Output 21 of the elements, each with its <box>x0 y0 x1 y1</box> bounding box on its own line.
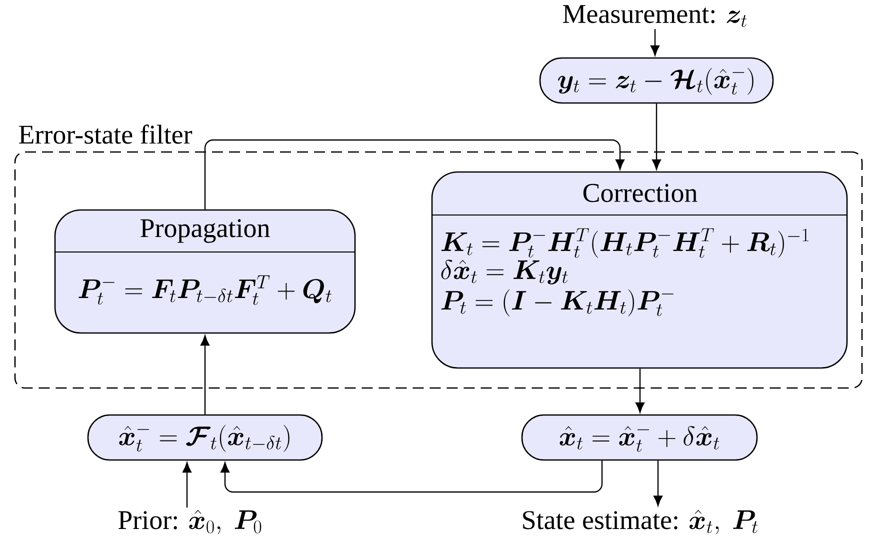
equation: $\boldsymbol{P}_t = (\boldsymbol{I} - \boldsymbol{K}_t\boldsymbol{H}_t)\boldsymbol{P}_t^-$ <box>441 289 674 316</box>
equation-box: $\hat{\boldsymbol{x}}_t = \hat{\boldsymbol{x}}_t^- + \delta\hat{\boldsymbol{x}}_t$ <box>521 414 758 461</box>
arrow <box>654 460 662 506</box>
equation: $\delta\hat{\boldsymbol{x}}_t = \boldsymbol{K}_t\boldsymbol{y}_t$ <box>441 260 568 284</box>
io-label: $\text{Prior: }\hat{\boldsymbol{x}}_0,\ \boldsymbol{P}_0$ <box>118 510 262 534</box>
group-heading: Error-state filter <box>18 124 192 144</box>
arrow <box>182 462 192 508</box>
arrow <box>220 460 603 493</box>
equation-box: $\hat{\boldsymbol{x}}_t^- = \boldsymbol{\mathcal{F}}_t(\hat{\boldsymbol{x}}_{t-\delta t})$ <box>87 414 323 461</box>
equation-box: $\boldsymbol{y}_t = \boldsymbol{z}_t - \boldsymbol{\mathcal{H}}_t(\hat{\boldsymbol{x}}_t^-)$ <box>539 57 774 104</box>
equation: $\boldsymbol{K}_t = \boldsymbol{P}_t^-\boldsymbol{H}_t^T(\boldsymbol{H}_t\boldsymbol{P}_t^-\boldsymbol{H}_t^T + \boldsymbol{R}_t)^{-1}$ <box>441 228 808 258</box>
io-label: $\text{State estimate: }\hat{\boldsymbol{x}}_t,\ \boldsymbol{P}_t$ <box>523 510 758 534</box>
box-heading: Propagation <box>140 219 270 243</box>
equation: $\boldsymbol{P}_t^- = \boldsymbol{F}_t\boldsymbol{P}_{t-\delta t}\boldsymbol{F}_t^T + \boldsymbol{Q}_t$ <box>78 275 332 305</box>
arrow <box>636 368 644 413</box>
arrow <box>200 335 210 414</box>
arrow <box>652 104 661 170</box>
arrow <box>650 29 660 56</box>
io-label: $\text{Measurement: }\boldsymbol{z}_t$ <box>562 5 747 28</box>
box-heading: Correction <box>583 184 698 202</box>
arrow <box>204 139 624 210</box>
